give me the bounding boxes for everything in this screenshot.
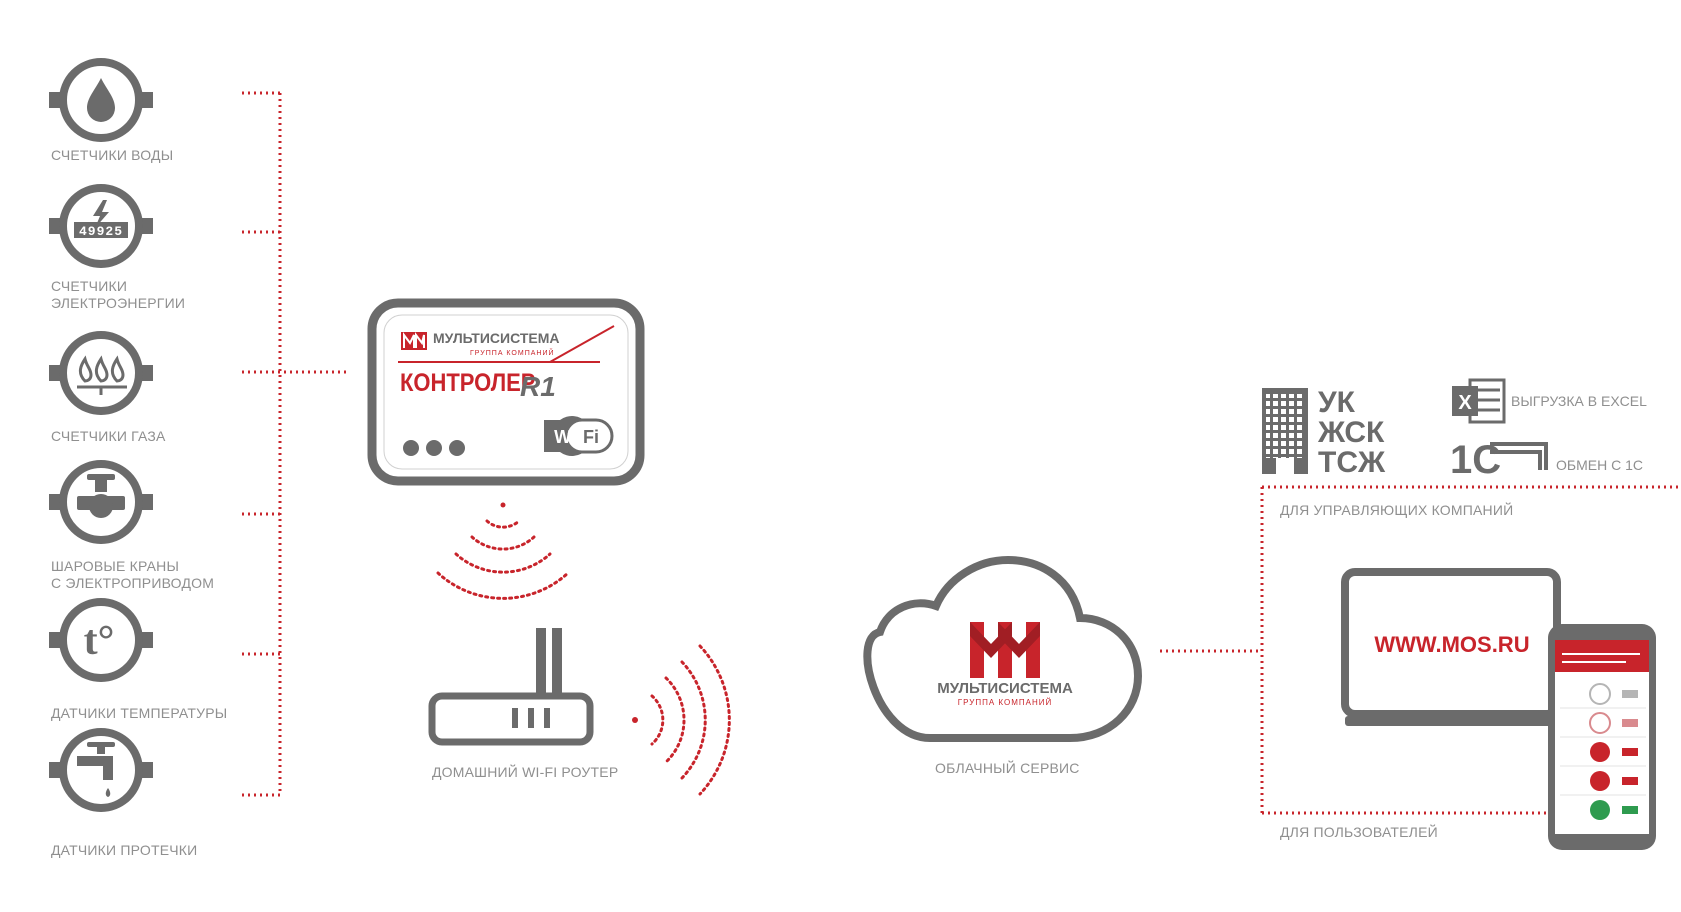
controller-title: КОНТРОЛЕР — [400, 370, 535, 398]
controller-wifi-signal-icon — [436, 502, 570, 600]
cloud-connector — [1160, 485, 1681, 815]
ball-valve-icon — [77, 474, 125, 518]
sensor-power-label: СЧЕТЧИКИ ЭЛЕКТРОЭНЕРГИИ — [51, 278, 186, 311]
users-section-label: ДЛЯ ПОЛЬЗОВАТЕЛЕЙ — [1280, 824, 1438, 840]
cloud-brand: МУЛЬТИСИСТЕМА — [937, 680, 1073, 697]
sensor-water-label: СЧЕТЧИКИ ВОДЫ — [51, 147, 174, 163]
electric-meter-icon: 49925 — [74, 200, 128, 239]
wifi-badge-left: Wi — [554, 427, 576, 447]
gas-flame-icon — [77, 355, 127, 395]
sensor-temp: t° — [49, 602, 153, 678]
excel-export-label: ВЫГРУЗКА В EXCEL — [1511, 393, 1647, 409]
controller-gray-stripe — [549, 325, 615, 363]
laptop-url: WWW.MOS.RU — [1374, 632, 1529, 657]
water-tap-icon — [77, 742, 115, 797]
sensor-power: 49925 — [49, 188, 153, 264]
meter-digits: 49925 — [79, 224, 123, 239]
onec-logo-icon: 1С — [1450, 438, 1548, 482]
router-label: ДОМАШНИЙ WI-FI РОУТЕР — [432, 764, 619, 780]
smartphone-icon — [1548, 624, 1656, 850]
wifi-badge: Wi Fi — [544, 415, 614, 456]
sensor-temp-label: ДАТЧИКИ ТЕМПЕРАТУРЫ — [51, 705, 228, 721]
org-type-tszh: ТСЖ — [1318, 446, 1386, 479]
controller-logo-icon — [401, 332, 427, 350]
sensor-water — [49, 62, 153, 138]
wifi-badge-right: Fi — [583, 427, 599, 447]
sensor-gas-label: СЧЕТЧИКИ ГАЗА — [51, 428, 166, 444]
cloud-logo-icon — [970, 622, 1040, 678]
wifi-router-icon — [428, 628, 594, 746]
excel-icon-letter: X — [1458, 392, 1472, 414]
excel-icon: X — [1452, 378, 1506, 424]
org-type-uk: УК — [1318, 386, 1356, 419]
org-type-zhsk: ЖСК — [1317, 416, 1385, 449]
temperature-icon: t° — [84, 618, 115, 664]
water-drop-icon — [87, 78, 115, 122]
sensor-valve-label: ШАРОВЫЕ КРАНЫ С ЭЛЕКТРОПРИВОДОМ — [51, 558, 215, 591]
cloud-service: МУЛЬТИСИСТЕМА ГРУППА КОМПАНИЙ — [863, 555, 1143, 742]
router-wifi-signal-icon — [632, 644, 731, 796]
sensor-valve — [49, 464, 153, 540]
controller-device: МУЛЬТИСИСТЕМА ГРУППА КОМПАНИЙ КОНТРОЛЕР … — [367, 298, 645, 486]
sensor-leak — [49, 732, 153, 808]
laptop-icon: WWW.MOS.RU — [1341, 568, 1561, 726]
sensor-leak-label: ДАТЧИКИ ПРОТЕЧКИ — [51, 842, 198, 858]
controller-model: R1 — [520, 371, 556, 402]
onec-exchange-label: ОБМЕН С 1С — [1556, 457, 1643, 473]
companies-section-label: ДЛЯ УПРАВЛЯЮЩИХ КОМПАНИЙ — [1280, 502, 1514, 518]
controller-brand-sub: ГРУППА КОМПАНИЙ — [470, 348, 555, 357]
org-types: УК ЖСК ТСЖ — [1317, 386, 1386, 479]
apartment-building-icon — [1262, 388, 1308, 474]
sensor-connector-bracket — [242, 91, 350, 797]
onec-logo-text: 1С — [1450, 438, 1501, 482]
controller-brand: МУЛЬТИСИСТЕМА — [433, 330, 560, 346]
cloud-brand-sub: ГРУППА КОМПАНИЙ — [958, 698, 1052, 707]
phone-app-rows — [1560, 683, 1646, 820]
cloud-label: ОБЛАЧНЫЙ СЕРВИС — [935, 760, 1080, 776]
controller-status-dots — [403, 440, 465, 456]
sensor-gas — [49, 335, 153, 411]
